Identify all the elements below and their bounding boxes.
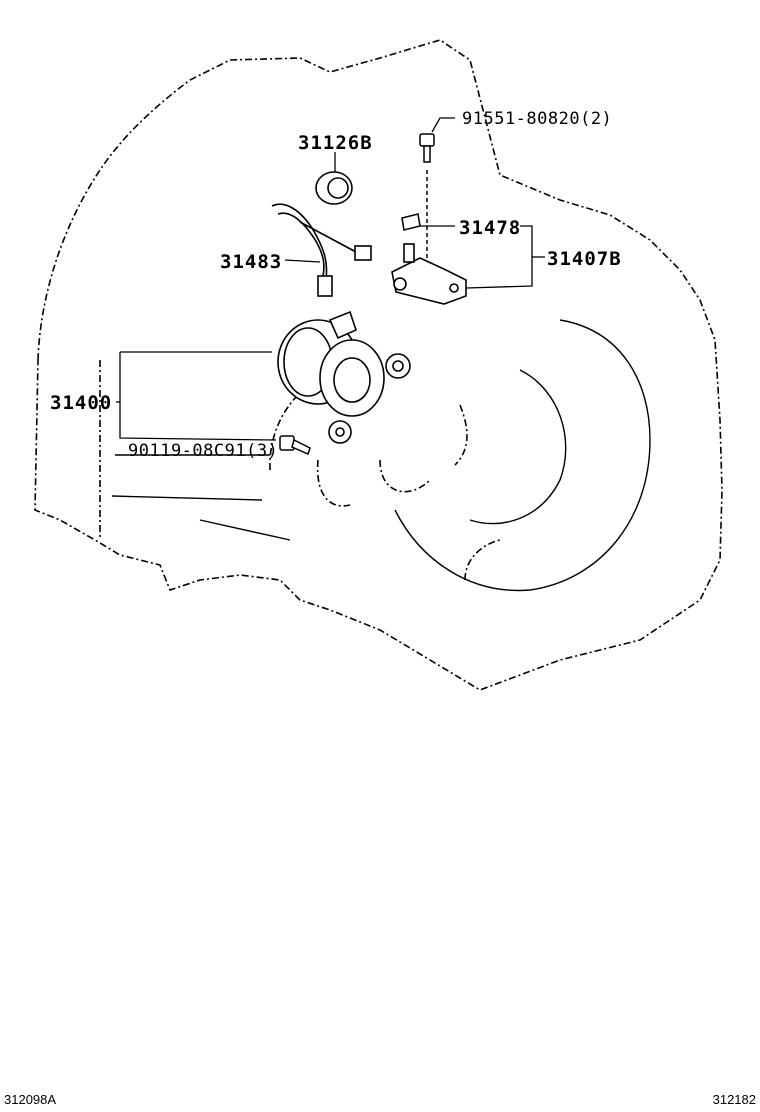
figure-code-right: 312182 — [712, 1092, 756, 1107]
callout-31483: 31483 — [220, 251, 282, 273]
housing-contours — [111, 319, 651, 592]
callout-31400: 31400 — [50, 392, 112, 414]
callout-31407b: 31407B — [547, 248, 622, 270]
cap-31478 — [401, 213, 421, 231]
grommet-31126b — [315, 171, 353, 205]
callout-91551: 91551-80820(2) — [462, 109, 612, 129]
bolt-91551 — [419, 133, 435, 260]
callout-31478: 31478 — [459, 217, 521, 239]
release-cylinder — [277, 310, 411, 444]
callout-90119: 90119-08C91(3) — [128, 441, 278, 461]
transmission-housing — [34, 39, 723, 691]
bracket-31407b — [391, 243, 467, 305]
callout-31126b: 31126B — [298, 132, 373, 154]
bolt-90119 — [279, 435, 311, 456]
tube-31483 — [271, 203, 372, 297]
figure-code-left: 312098A — [4, 1092, 57, 1107]
leader-lines — [116, 117, 545, 441]
